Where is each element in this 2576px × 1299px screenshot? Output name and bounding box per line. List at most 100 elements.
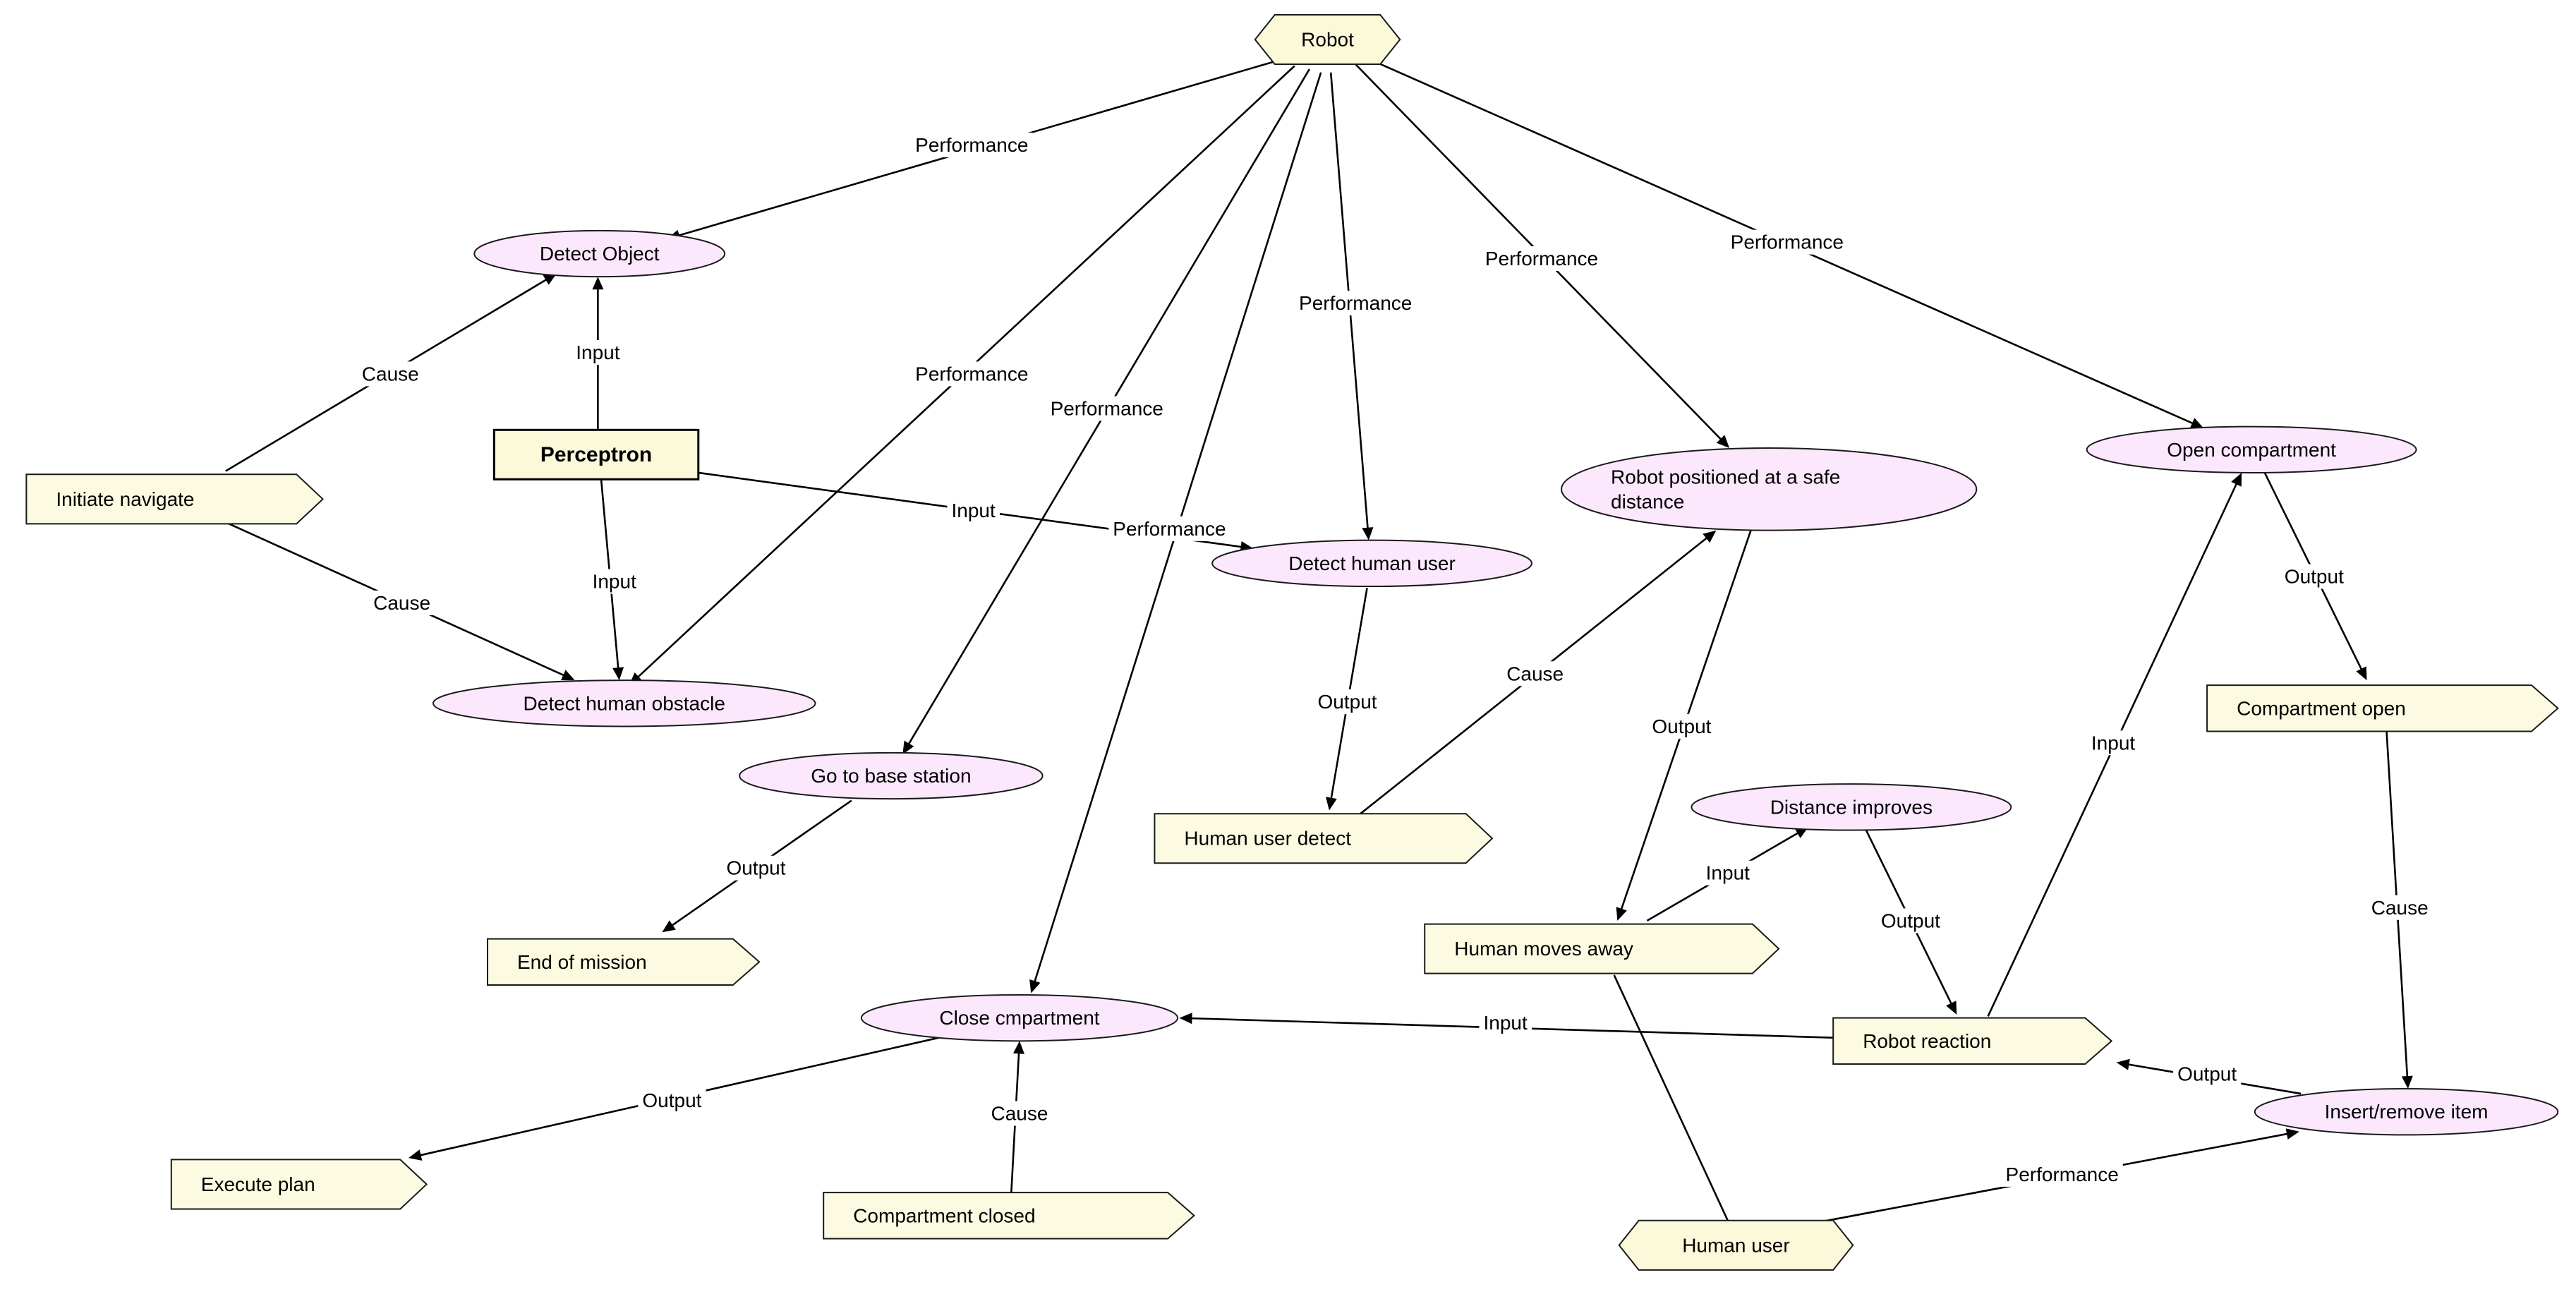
state-flag-shape bbox=[1154, 813, 1494, 864]
event-oval-shape bbox=[1691, 783, 2012, 831]
arrow-head-icon bbox=[2116, 1058, 2130, 1070]
edge-label-performance: Performance bbox=[1731, 231, 1844, 253]
edge-label-background bbox=[1502, 661, 1568, 687]
node-label: Compartment open bbox=[2237, 697, 2406, 719]
node-label: Open compartment bbox=[2167, 439, 2336, 461]
node-detect-human-user[interactable]: Detect human user bbox=[1211, 539, 1532, 588]
node-robot[interactable]: Robot bbox=[1254, 14, 1401, 66]
arrow-head-icon bbox=[592, 277, 604, 290]
arrow-head-icon bbox=[2231, 473, 2242, 487]
node-label-line: Robot positioned at a safe bbox=[1611, 466, 1840, 488]
edge-label-background bbox=[1647, 713, 1716, 739]
edge-labels-layer: PerformancePerformancePerformancePerform… bbox=[357, 132, 2433, 1187]
node-human-user[interactable]: Human user bbox=[1618, 1219, 1854, 1271]
event-oval-shape bbox=[2086, 425, 2417, 473]
node-label: End of mission bbox=[517, 951, 647, 973]
node-label: Human user detect bbox=[1184, 828, 1351, 850]
state-flag-shape bbox=[2206, 684, 2559, 732]
edge-label-background bbox=[911, 132, 1033, 157]
perceptron-box-shape bbox=[492, 428, 700, 481]
edge-label-input: Input bbox=[951, 500, 995, 521]
edge-label-output: Output bbox=[726, 857, 785, 879]
node-perceptron[interactable]: Perceptron bbox=[492, 428, 700, 481]
event-oval-shape bbox=[1211, 539, 1532, 588]
node-detect-human-obstacle[interactable]: Detect human obstacle bbox=[432, 679, 816, 727]
edge-label-background bbox=[2173, 1061, 2242, 1087]
node-label: Go to base station bbox=[811, 765, 971, 787]
edge-label-cause: Cause bbox=[991, 1103, 1048, 1125]
arrow-head-icon bbox=[1326, 797, 1337, 811]
node-label: Insert/remove item bbox=[2325, 1101, 2489, 1123]
edge-label-output: Output bbox=[642, 1089, 701, 1111]
node-human-moves-away[interactable]: Human moves away bbox=[1424, 923, 1780, 974]
arrow-head-icon bbox=[1029, 979, 1041, 993]
node-close-compartment[interactable]: Close cmpartment bbox=[860, 993, 1179, 1042]
node-execute-plan[interactable]: Execute plan bbox=[170, 1159, 428, 1210]
edge-label-input: Input bbox=[2091, 732, 2135, 754]
edge-label-output: Output bbox=[2177, 1063, 2237, 1085]
edge-label-output: Output bbox=[1652, 715, 1711, 737]
arrow-head-icon bbox=[902, 740, 914, 755]
edge-label-background bbox=[588, 569, 641, 594]
node-compartment-closed[interactable]: Compartment closed bbox=[823, 1192, 1195, 1240]
edge-label-performance: Performance bbox=[915, 134, 1028, 156]
edge-label-background bbox=[722, 855, 790, 881]
arrow-head-icon bbox=[1013, 1041, 1024, 1054]
arrow-head-icon bbox=[1179, 1013, 1192, 1025]
arrow-head-icon bbox=[2401, 1075, 2413, 1089]
edge-label-performance: Performance bbox=[2006, 1164, 2119, 1185]
state-flag-shape bbox=[823, 1192, 1195, 1240]
state-flag-shape bbox=[486, 938, 761, 986]
edge-label-output: Output bbox=[2285, 566, 2344, 588]
node-label: Human user bbox=[1682, 1234, 1790, 1256]
agent-hexagon-shape bbox=[1254, 14, 1401, 66]
node-detect-object[interactable]: Detect Object bbox=[473, 229, 726, 278]
event-oval-shape bbox=[473, 229, 726, 278]
event-oval-shape bbox=[739, 751, 1044, 800]
edge-label-background bbox=[369, 590, 435, 615]
node-label: Human moves away bbox=[1454, 938, 1633, 960]
arrow-head-icon bbox=[662, 920, 676, 933]
edge-label-performance: Performance bbox=[1485, 248, 1598, 270]
edge-label-output: Output bbox=[1318, 691, 1377, 713]
edge-label-background bbox=[1479, 1010, 1532, 1036]
node-label: Close cmpartment bbox=[939, 1007, 1099, 1029]
state-flag-shape bbox=[170, 1159, 428, 1210]
edge-label-background bbox=[2086, 730, 2140, 756]
node-initiate-navigate[interactable]: Initiate navigate bbox=[25, 473, 325, 525]
edge-label-background bbox=[1295, 291, 1417, 316]
node-label: Detect human obstacle bbox=[524, 692, 725, 714]
edge-label-background bbox=[1701, 860, 1755, 886]
edge-label-background bbox=[1108, 516, 1230, 541]
node-open-compartment[interactable]: Open compartment bbox=[2086, 425, 2417, 473]
arrow-head-icon bbox=[2285, 1128, 2299, 1140]
edge-label-background bbox=[638, 1087, 706, 1113]
edge-label-performance: Performance bbox=[1051, 397, 1163, 419]
arrow-head-icon bbox=[561, 670, 575, 681]
node-go-to-base-station[interactable]: Go to base station bbox=[739, 751, 1044, 800]
arrow-head-icon bbox=[408, 1149, 423, 1161]
edge-label-output: Output bbox=[1881, 910, 1940, 931]
node-label: Detect Object bbox=[540, 243, 660, 265]
node-human-user-detect[interactable]: Human user detect bbox=[1154, 813, 1494, 864]
arrow-head-icon bbox=[1716, 435, 1730, 448]
edge-label-cause: Cause bbox=[362, 363, 419, 385]
node-distance-improves[interactable]: Distance improves bbox=[1691, 783, 2012, 831]
node-robot-reaction[interactable]: Robot reaction bbox=[1832, 1017, 2113, 1065]
edge-label-background bbox=[1313, 689, 1381, 714]
edge-label-background bbox=[572, 340, 624, 365]
edge-label-performance: Performance bbox=[915, 363, 1028, 385]
arrow-head-icon bbox=[612, 667, 624, 681]
arrow-head-icon bbox=[1703, 530, 1717, 543]
node-compartment-open[interactable]: Compartment open bbox=[2206, 684, 2559, 732]
edge-label-input: Input bbox=[1484, 1012, 1528, 1034]
arrow-head-icon bbox=[1616, 907, 1627, 921]
node-insert-remove-item[interactable]: Insert/remove item bbox=[2254, 1088, 2559, 1136]
edge-label-cause: Cause bbox=[1506, 663, 1564, 684]
node-end-of-mission[interactable]: End of mission bbox=[486, 938, 761, 986]
arrow-head-icon bbox=[1362, 527, 1374, 540]
edge-label-background bbox=[2366, 895, 2433, 920]
